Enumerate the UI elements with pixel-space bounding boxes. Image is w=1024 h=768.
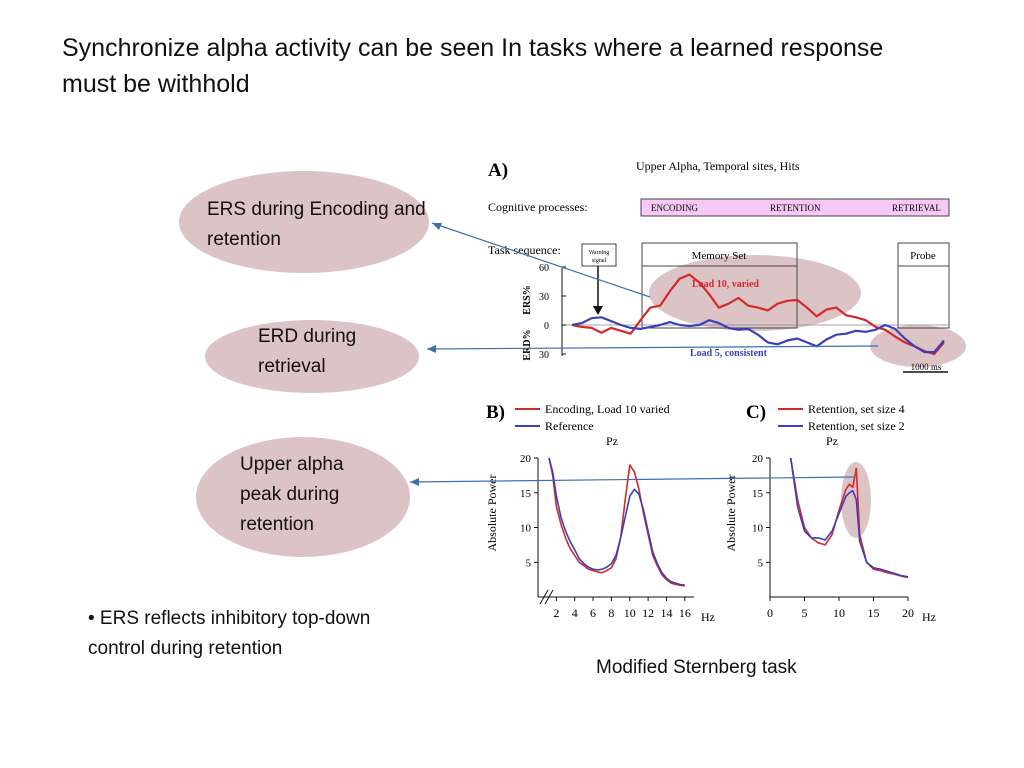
panel-b-site: Pz: [606, 434, 618, 448]
legend-b-item-2: Reference: [545, 419, 594, 433]
arrow-retrieval: [426, 345, 879, 350]
panel-b-x-tick-label: 10: [624, 606, 636, 620]
panel-c-ylabel: Absolute Power: [724, 475, 738, 552]
legend-c-item-1: Retention, set size 4: [808, 402, 905, 416]
memory-set-box: [641, 242, 798, 329]
probe-box: [897, 242, 950, 329]
callout-retrieval-text: ERD during retrieval: [258, 326, 357, 377]
callout-encoding-text: ERS during Encoding and retention: [207, 199, 426, 250]
bullet-point: • ERS reflects inhibitory top-down contr…: [88, 608, 371, 659]
warning-arrowhead: [593, 306, 603, 315]
erd-label: ERD%: [522, 329, 533, 360]
panel-a-y-tick-label: 30: [539, 350, 549, 361]
series-load5-line: [571, 316, 945, 354]
probe-label: Probe: [910, 250, 936, 262]
series-reference-line: [548, 457, 685, 586]
panel-c-x-tick-label: 5: [802, 606, 808, 620]
arrow-peak-head: [410, 478, 419, 486]
figure-caption: Modified Sternberg task: [596, 657, 797, 678]
highlight-ellipse-ers: [649, 255, 861, 331]
series-label-load5: Load 5, consistent: [690, 348, 768, 359]
warning-text-2: signal: [592, 258, 607, 264]
axis-break-mark: [539, 589, 549, 605]
callout-peak-text: Upper alpha peak during retention: [240, 454, 344, 535]
warning-text-1: Warning: [589, 250, 610, 256]
panel-b-x-tick-label: 12: [642, 606, 654, 620]
panel-a-label: A): [488, 160, 508, 181]
panel-a-y-tick-label: 0: [544, 321, 549, 332]
cognitive-label: Cognitive processes:: [488, 200, 588, 214]
panel-a-y-tick-label: 30: [539, 292, 549, 303]
panel-b-x-tick-label: 8: [608, 606, 614, 620]
arrow-retrieval-head: [427, 345, 436, 353]
process-retrieval: RETRIEVAL: [892, 203, 941, 213]
panel-b-y-tick-label: 5: [526, 557, 532, 569]
scale-bar-label: 1000 ms: [911, 362, 942, 372]
panel-b-y-tick-label: 10: [520, 523, 532, 535]
highlight-ellipse-erd: [870, 325, 966, 367]
panel-c-label: C): [746, 402, 766, 423]
arrow-encoding-head: [432, 223, 442, 230]
process-retention: RETENTION: [770, 203, 821, 213]
series-setsize2-line: [789, 457, 909, 578]
panel-b-x-tick-label: 14: [660, 606, 672, 620]
panel-a-subtitle: Upper Alpha, Temporal sites, Hits: [636, 159, 800, 173]
callout-oval-retrieval: [205, 320, 419, 393]
panel-b-y-tick-label: 20: [520, 453, 532, 465]
slide-title: Synchronize alpha activity can be seen I…: [62, 34, 884, 98]
series-label-load10: Load 10, varied: [692, 279, 759, 290]
panel-b-x-tick-label: 6: [590, 606, 596, 620]
panel-b-x-tick-label: 4: [572, 606, 578, 620]
process-encoding: ENCODING: [651, 203, 698, 213]
series-setsize4-line: [789, 457, 909, 579]
panel-c-y-tick-label: 15: [752, 488, 764, 500]
panel-b-unit: Hz: [701, 610, 715, 624]
task-sequence-label: Task sequence:: [488, 243, 561, 257]
process-bar: [640, 198, 950, 217]
series-encoding-line: [548, 457, 685, 587]
panel-c-unit: Hz: [922, 610, 936, 624]
panel-c-x-tick-label: 10: [833, 606, 845, 620]
warning-box: [581, 243, 617, 267]
legend-c-item-2: Retention, set size 2: [808, 419, 905, 433]
panel-b-x-tick-label: 2: [553, 606, 559, 620]
panel-b-ylabel: Absolute Power: [485, 475, 499, 552]
ers-label: ERS%: [522, 285, 533, 314]
panel-c-y-tick-label: 20: [752, 453, 764, 465]
arrow-peak: [409, 476, 856, 483]
panel-c-x-tick-label: 0: [767, 606, 773, 620]
arrow-encoding: [431, 222, 651, 298]
panel-b-y-tick-label: 15: [520, 488, 532, 500]
callout-oval-peak: [196, 437, 410, 557]
callout-oval-encoding: [179, 171, 429, 273]
panel-c-y-tick-label: 10: [752, 523, 764, 535]
panel-c-x-tick-label: 15: [868, 606, 880, 620]
panel-b-x-tick-label: 16: [679, 606, 691, 620]
panel-b-label: B): [486, 402, 505, 423]
panel-c-x-tick-label: 20: [902, 606, 914, 620]
axis-break-mark: [544, 589, 554, 605]
panel-c-y-tick-label: 5: [758, 557, 764, 569]
memory-set-label: Memory Set: [692, 250, 747, 262]
panel-c-site: Pz: [826, 434, 838, 448]
legend-b-item-1: Encoding, Load 10 varied: [545, 402, 670, 416]
panel-a-y-tick-label: 60: [539, 263, 549, 274]
